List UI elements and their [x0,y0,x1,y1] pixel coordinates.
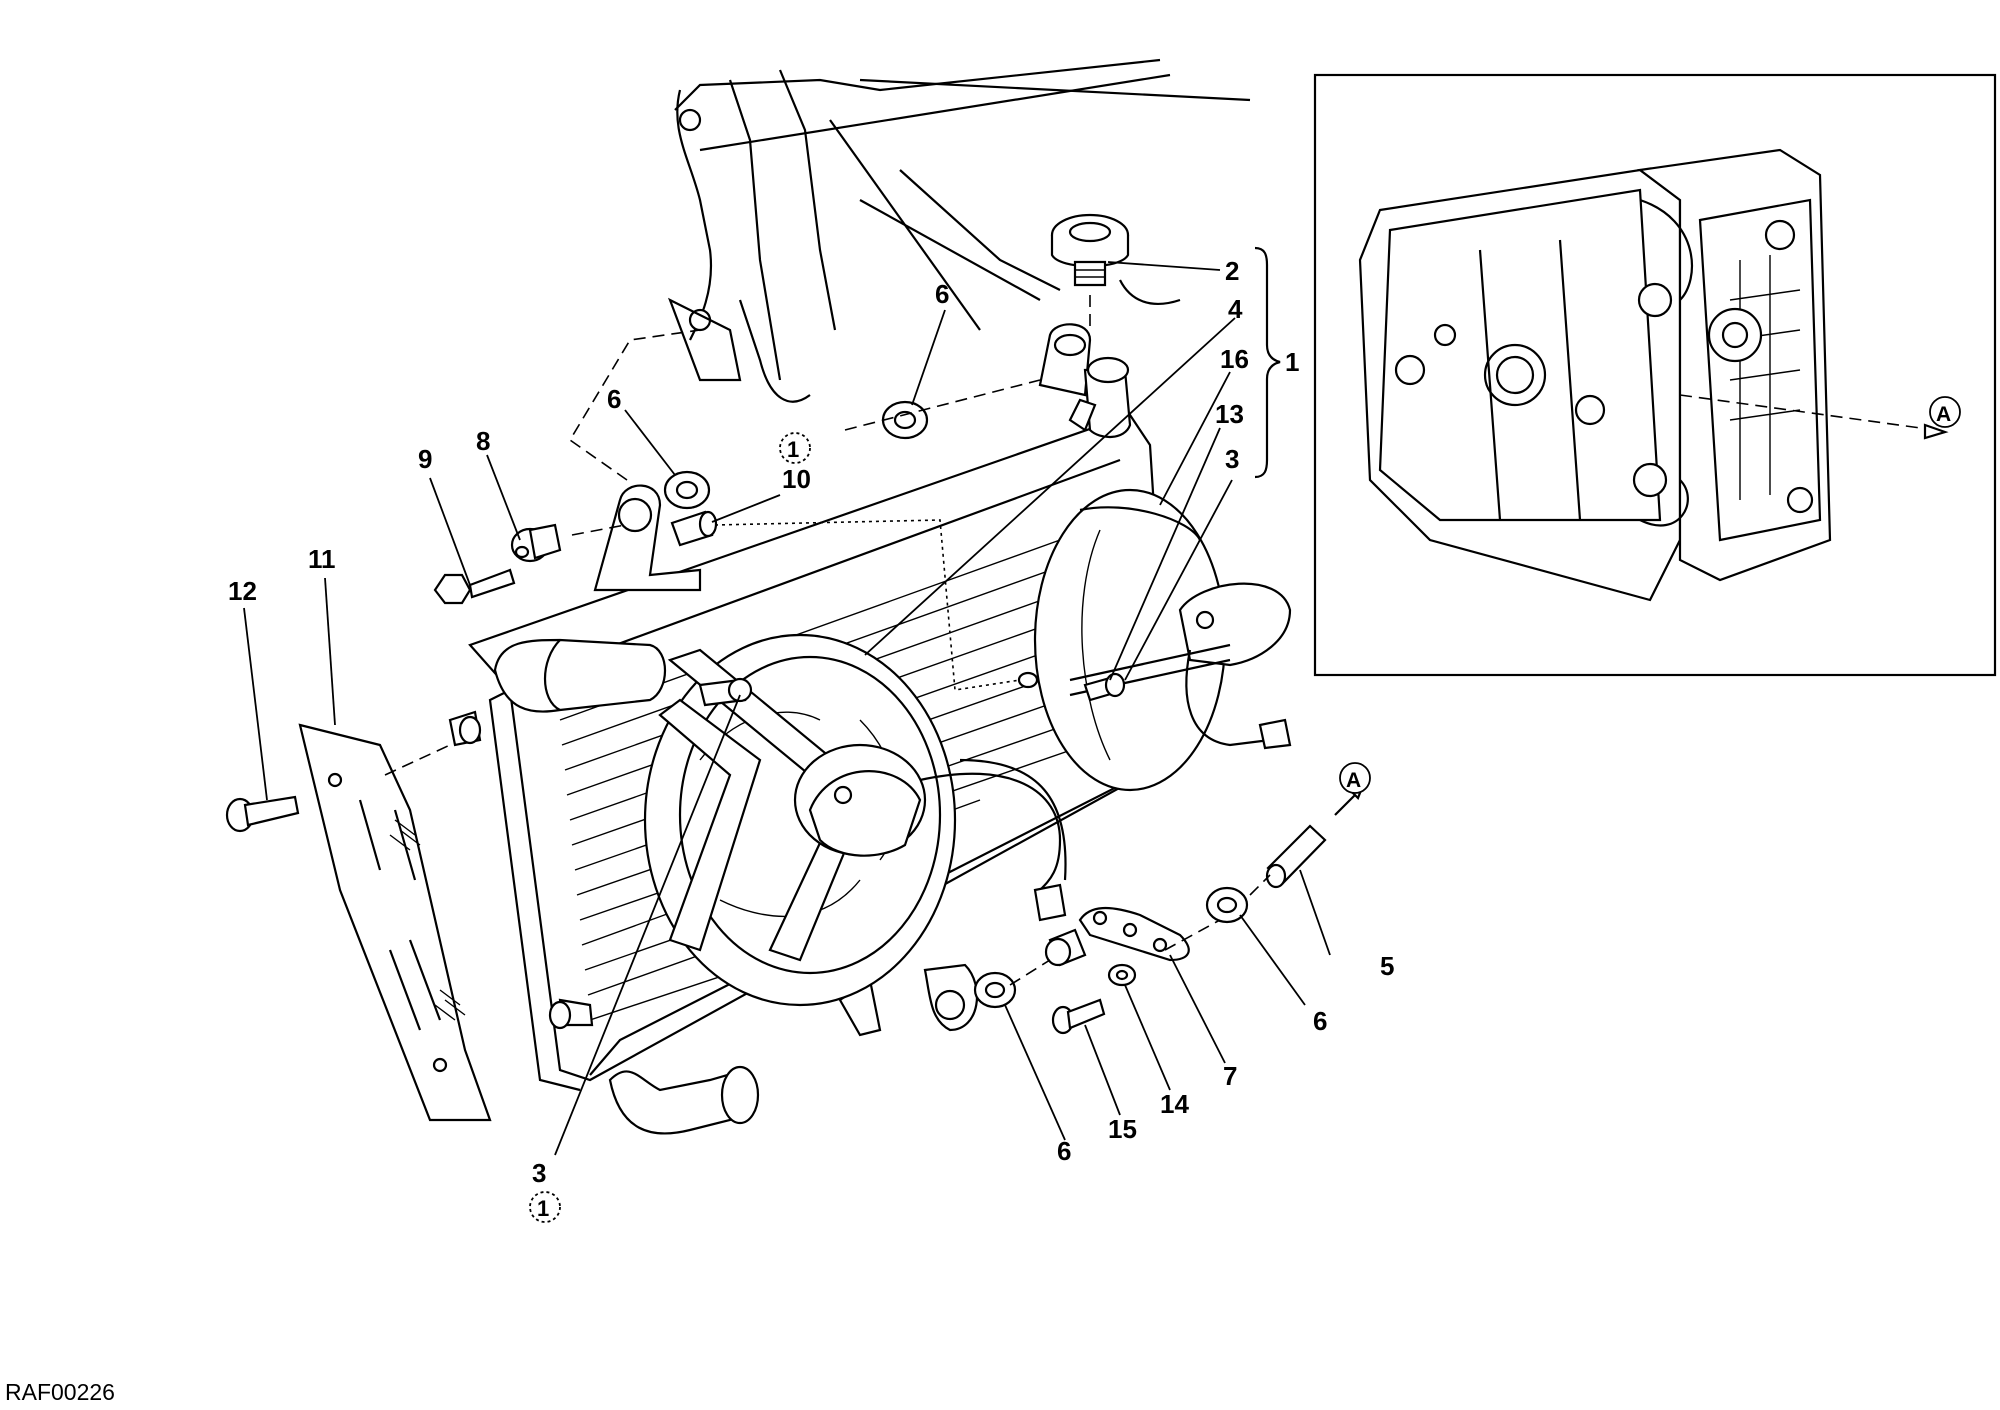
frame-icon [667,58,1251,403]
side-bracket-icon [298,723,492,1122]
callout-11: 11 [308,544,336,574]
callout-6-left: 6 [607,384,621,414]
bolt-icon [433,523,562,605]
circled-ref-bottom: 1 [537,1196,549,1221]
callout-5: 5 [1380,951,1394,981]
circled-refs: 1 1 [529,432,811,1223]
view-marker-a-inset: A [1936,403,1951,426]
callout-9: 9 [418,444,432,474]
bracket-plate-icon [1044,906,1190,967]
callout-14: 14 [1160,1089,1189,1119]
callout-labels: 1 2 3 3 4 5 6 6 6 6 7 8 9 10 11 12 13 14… [228,256,1394,1188]
callout-13: 13 [1215,399,1244,429]
circled-ref-top: 1 [787,437,799,462]
group-brace [1254,246,1281,479]
spacer-icon [670,510,718,547]
callout-4: 4 [1228,294,1243,324]
drawing-code: RAF00226 [5,1379,115,1405]
callout-15: 15 [1108,1114,1137,1144]
washer-icon [1107,963,1137,987]
callout-3-bottom: 3 [532,1158,546,1188]
fitting-icon [1265,824,1327,889]
inset-view [1313,73,1997,677]
callout-12: 12 [228,576,257,606]
callout-1: 1 [1285,347,1299,377]
expansion-cap-icon [1050,213,1130,330]
cooling-fan-icon [643,633,1067,1007]
callout-2: 2 [1225,256,1239,286]
callout-10: 10 [782,464,811,494]
callout-7: 7 [1223,1061,1237,1091]
screw-icon [225,795,300,833]
callout-3-right: 3 [1225,444,1239,474]
view-marker-a-main: A [1346,769,1361,792]
leader-lines [243,261,1331,1156]
callout-8: 8 [476,426,490,456]
callout-6-bottom: 6 [1057,1136,1071,1166]
grommet-icon [663,400,1249,1009]
screw-small-icon [1051,998,1106,1035]
cooling-fan-small-icon [1033,488,1292,792]
engine-head-inset-icon [1358,148,1949,602]
callout-6-top: 6 [935,279,949,309]
callout-6-right: 6 [1313,1006,1327,1036]
view-markers: A A [1339,396,1961,794]
callout-16: 16 [1220,344,1249,374]
